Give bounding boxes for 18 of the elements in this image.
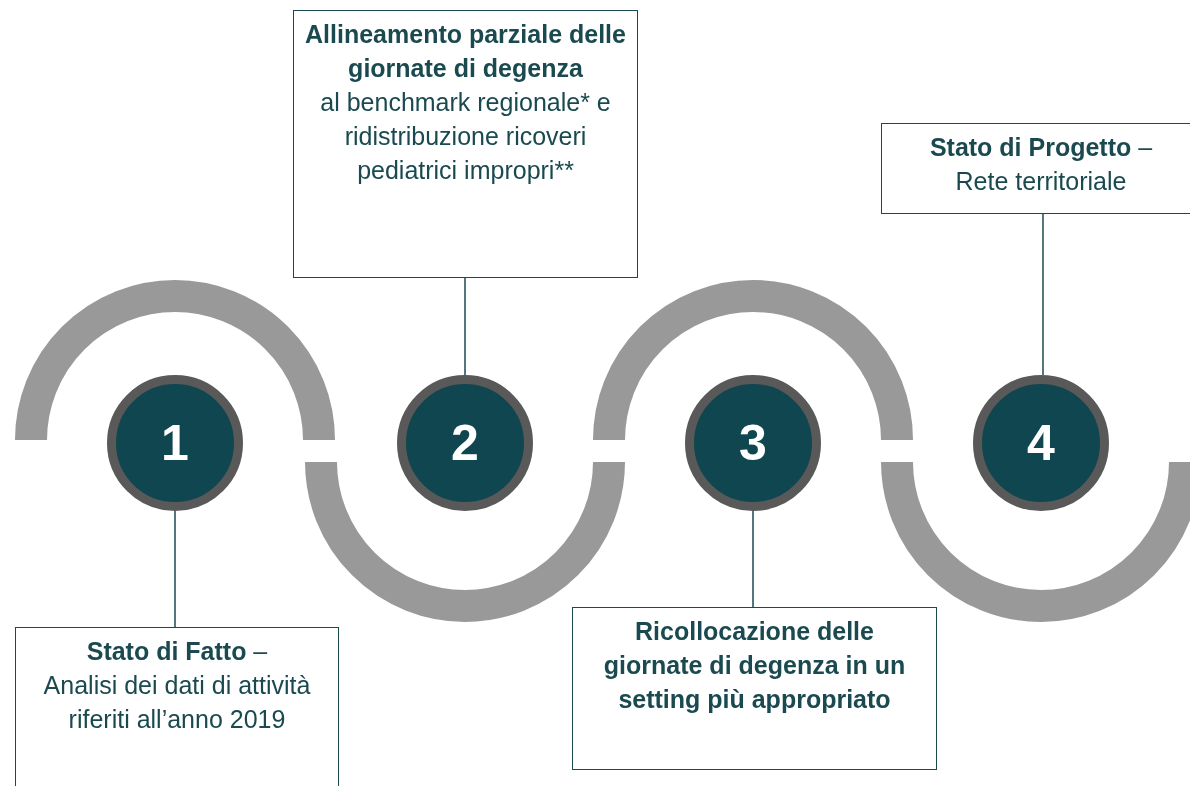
leader-line — [464, 277, 466, 376]
text-box — [572, 607, 937, 770]
heading-text: Ricollocazione delle giornate di degenza in un setting più appropriato — [602, 616, 907, 715]
text-box — [15, 627, 339, 786]
description-text: Analisi dei dati di attività riferiti all’anno 2019 — [42, 670, 312, 735]
description-text: Stato di Fatto – — [85, 636, 269, 667]
leader-line — [1042, 213, 1044, 376]
leader-line — [752, 510, 754, 608]
step-number: 2 — [451, 414, 479, 472]
leader-line — [174, 510, 176, 628]
text-box — [293, 10, 638, 278]
step-number: 3 — [739, 414, 767, 472]
description-text: al benchmark regionale* e ridistribuzione ricoveri pediatrici impropri** — [319, 87, 612, 186]
step-number: 1 — [161, 414, 189, 472]
description-text: Rete territoriale — [954, 166, 1128, 197]
step-number: 4 — [1027, 414, 1055, 472]
description-text: Stato di Progetto – — [928, 132, 1154, 163]
text-box — [881, 123, 1190, 214]
